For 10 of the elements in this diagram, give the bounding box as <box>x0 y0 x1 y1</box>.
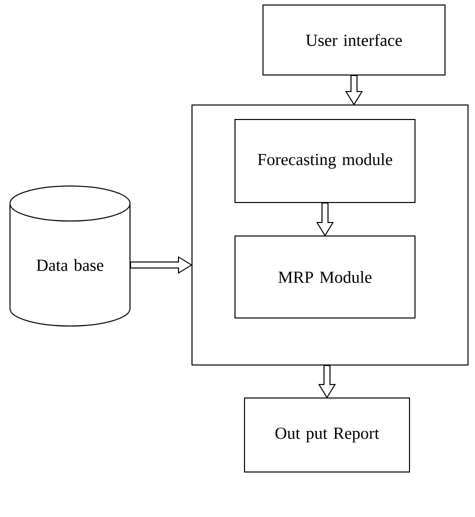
process-box: Out put Report <box>244 398 410 472</box>
arrow <box>318 365 336 398</box>
arrow <box>345 75 363 106</box>
module-box: MRP Module <box>234 236 416 318</box>
system-box <box>192 104 468 366</box>
database-cylinder: Data base <box>10 186 130 326</box>
module-box: Forecasting module <box>234 119 416 203</box>
process-box: User interface <box>262 4 446 76</box>
arrow <box>130 256 192 274</box>
arrow <box>316 202 334 236</box>
